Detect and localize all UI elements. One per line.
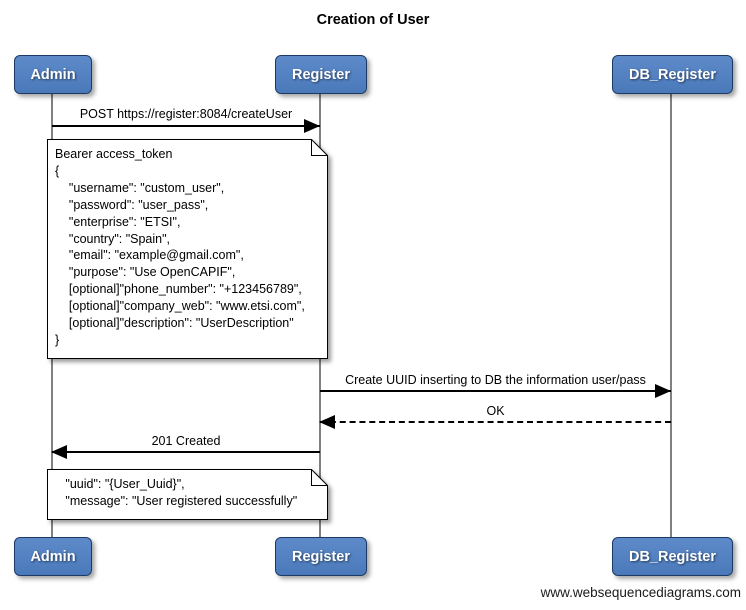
message-line-post-createuser [52, 125, 320, 127]
note-response-body-frame [47, 469, 328, 520]
actor-admin-top: Admin [14, 55, 92, 94]
actor-register-bottom: Register [275, 537, 367, 576]
lifeline-db-register [670, 92, 672, 537]
actor-label: Admin [30, 548, 76, 565]
actor-label: DB_Register [628, 548, 717, 565]
message-label-201-created: 201 Created [151, 434, 221, 448]
note-fold-icon [311, 139, 328, 156]
note-outline [47, 139, 328, 359]
note-line: "message": "User registered successfully… [55, 494, 298, 508]
note-line: "password": "user_pass", [55, 197, 209, 212]
note-request-body-frame [47, 139, 328, 359]
message-line-ok [320, 421, 671, 423]
message-line-201-created [52, 451, 320, 453]
diagram-title: Creation of User [316, 12, 430, 28]
actor-register-top: Register [275, 55, 367, 94]
note-line: } [55, 332, 60, 347]
message-label-post-createuser: POST https://register:8084/createUser [79, 107, 293, 121]
actor-db-register-top: DB_Register [612, 55, 733, 94]
actor-db-register-bottom: DB_Register [612, 537, 733, 576]
note-request-body: Bearer access_token { "username": "custo… [55, 146, 321, 349]
note-line: [optional]"description": "UserDescriptio… [55, 316, 294, 331]
actor-label: DB_Register [628, 66, 717, 83]
note-line: Bearer access_token [55, 147, 173, 161]
note-line: "purpose": "Use OpenCAPIF", [55, 265, 236, 280]
arrowhead-left-icon [51, 445, 67, 459]
note-outline [47, 469, 328, 520]
actor-label: Register [291, 548, 351, 565]
note-line: "country": "Spain", [55, 231, 171, 246]
message-label-ok: OK [486, 404, 505, 418]
arrowhead-left-icon [319, 415, 335, 429]
note-line: "enterprise": "ETSI", [55, 214, 181, 229]
note-line: [optional]"company_web": "www.etsi.com", [55, 299, 305, 314]
note-line: "email": "example@gmail.com", [55, 248, 244, 263]
note-fold-icon [311, 469, 328, 486]
watermark-websequencediagrams: www.websequencediagrams.com [540, 585, 741, 600]
actor-label: Admin [30, 66, 76, 83]
arrowhead-right-icon [655, 384, 671, 398]
message-line-create-uuid [320, 390, 671, 392]
message-label-create-uuid: Create UUID inserting to DB the informat… [345, 373, 646, 387]
actor-admin-bottom: Admin [14, 537, 92, 576]
arrowhead-right-icon [304, 119, 320, 133]
note-response-body: "uuid": "{User_Uuid}", "message": "User … [55, 476, 321, 510]
note-line: "uuid": "{User_Uuid}", [55, 477, 185, 491]
actor-label: Register [291, 66, 351, 83]
note-line: [optional]"phone_number": "+123456789", [55, 282, 302, 297]
note-line: { [55, 163, 60, 178]
note-line: "username": "custom_user", [55, 180, 225, 195]
